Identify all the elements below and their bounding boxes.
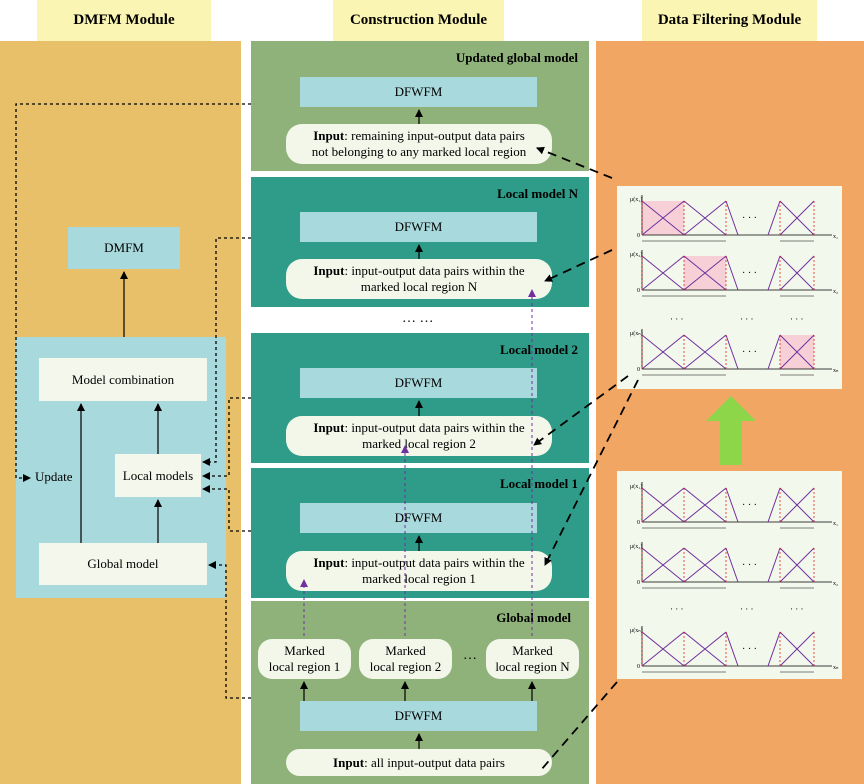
global-model-title: Global model [496, 610, 571, 625]
x-axis-label: x₁ [833, 521, 838, 527]
vertical-dots: · · · [740, 604, 754, 614]
mu-axis-label: μ(x₁) [630, 483, 642, 490]
vertical-dots: · · · [670, 314, 684, 324]
membership-line [683, 334, 727, 370]
membership-line [767, 547, 781, 583]
dmfm-module-header: DMFM Module [37, 0, 211, 41]
dots-label: · · · [742, 500, 757, 511]
membership-line [725, 487, 739, 523]
local-2-input-pill: Input: input-output data pairs within th… [286, 416, 552, 456]
marked-regions-ellipsis: … [463, 648, 477, 663]
zero-label: 0 [637, 664, 640, 670]
dots-label: · · · [742, 347, 757, 358]
membership-line [683, 200, 727, 236]
membership-line [767, 200, 781, 236]
construction-module-header: Construction Module [333, 0, 504, 41]
mu-axis-label: μ(x₂) [630, 251, 642, 258]
global-input-pill: Input: all input-output data pairs [286, 749, 552, 776]
input-text: : all input-output data pairs [364, 754, 505, 770]
dfwfm-box: DFWFM [300, 503, 537, 533]
membership-line [641, 255, 685, 291]
input-text: marked local region N [360, 279, 478, 294]
local-models-ellipsis: … … [402, 311, 434, 326]
data-filtering-module-header: Data Filtering Module [642, 0, 817, 41]
membership-line [641, 334, 685, 370]
membership-line [725, 547, 739, 583]
input-text: : input-output data pairs within the [344, 555, 525, 570]
x-axis-label: xₙ [833, 665, 839, 671]
membership-line [725, 631, 739, 667]
x-axis-label: x₁ [833, 234, 838, 240]
x-axis-label: x₂ [833, 581, 838, 587]
membership-line [779, 334, 815, 370]
zero-label: 0 [637, 288, 640, 294]
local-model-2-title: Local model 2 [500, 342, 578, 357]
dfwfm-box: DFWFM [300, 212, 537, 242]
membership-line [767, 255, 781, 291]
membership-line [641, 200, 685, 236]
dots-label: · · · [742, 268, 757, 279]
membership-line [641, 547, 685, 583]
membership-line [779, 255, 815, 291]
dots-label: · · · [742, 213, 757, 224]
membership-line [779, 631, 815, 667]
input-text: marked local region 2 [362, 436, 476, 451]
input-text: : remaining input-output data pairs [344, 128, 525, 143]
mu-axis-label: μ(x₂) [630, 543, 642, 550]
membership-line [767, 487, 781, 523]
vertical-dots: · · · [670, 604, 684, 614]
mu-axis-label: μ(xₙ) [630, 330, 643, 337]
input-label: Input [313, 128, 345, 143]
input-text: : input-output data pairs within the [344, 420, 525, 435]
membership-line [683, 631, 727, 667]
vertical-dots: · · · [790, 604, 804, 614]
zero-label: 0 [637, 233, 640, 239]
local-n-input-pill: Input: input-output data pairs within th… [286, 259, 552, 299]
mu-axis-label: μ(x₁) [630, 196, 642, 203]
input-label: Input [313, 263, 345, 278]
x-axis-label: xₙ [833, 368, 839, 374]
dfwfm-box: DFWFM [300, 701, 537, 731]
global-model-box: Global model [39, 543, 207, 585]
dots-label: · · · [742, 560, 757, 571]
dfwfm-box: DFWFM [300, 77, 537, 107]
membership-line [725, 334, 739, 370]
updated-global-model-title: Updated global model [455, 50, 578, 65]
local-model-n-title: Local model N [497, 186, 578, 201]
local-1-input-pill: Input: input-output data pairs within th… [286, 551, 552, 591]
membership-line [641, 487, 685, 523]
dfwfm-box: DFWFM [300, 368, 537, 398]
input-text: not belonging to any marked local region [311, 144, 527, 159]
membership-line [641, 631, 685, 667]
vertical-dots: · · · [740, 314, 754, 324]
membership-line [725, 255, 739, 291]
mu-axis-label: μ(xₙ) [630, 627, 643, 634]
membership-line [767, 334, 781, 370]
x-axis-label: x₂ [833, 289, 838, 295]
input-label: Input [333, 754, 365, 770]
input-label: Input [313, 420, 345, 435]
zero-label: 0 [637, 367, 640, 373]
input-text: marked local region 1 [362, 571, 476, 586]
zero-label: 0 [637, 520, 640, 526]
membership-line [767, 631, 781, 667]
membership-line [683, 547, 727, 583]
zero-label: 0 [637, 580, 640, 586]
vertical-dots: · · · [790, 314, 804, 324]
membership-line [779, 200, 815, 236]
membership-line [725, 200, 739, 236]
input-label: Input [313, 555, 345, 570]
membership-line [779, 547, 815, 583]
membership-line [683, 487, 727, 523]
membership-line [683, 255, 727, 291]
original-membership-panel [617, 471, 842, 679]
input-text: : input-output data pairs within the [344, 263, 525, 278]
updated-global-input-pill: Input: remaining input-output data pairs… [286, 124, 552, 164]
membership-line [779, 487, 815, 523]
dots-label: · · · [742, 644, 757, 655]
